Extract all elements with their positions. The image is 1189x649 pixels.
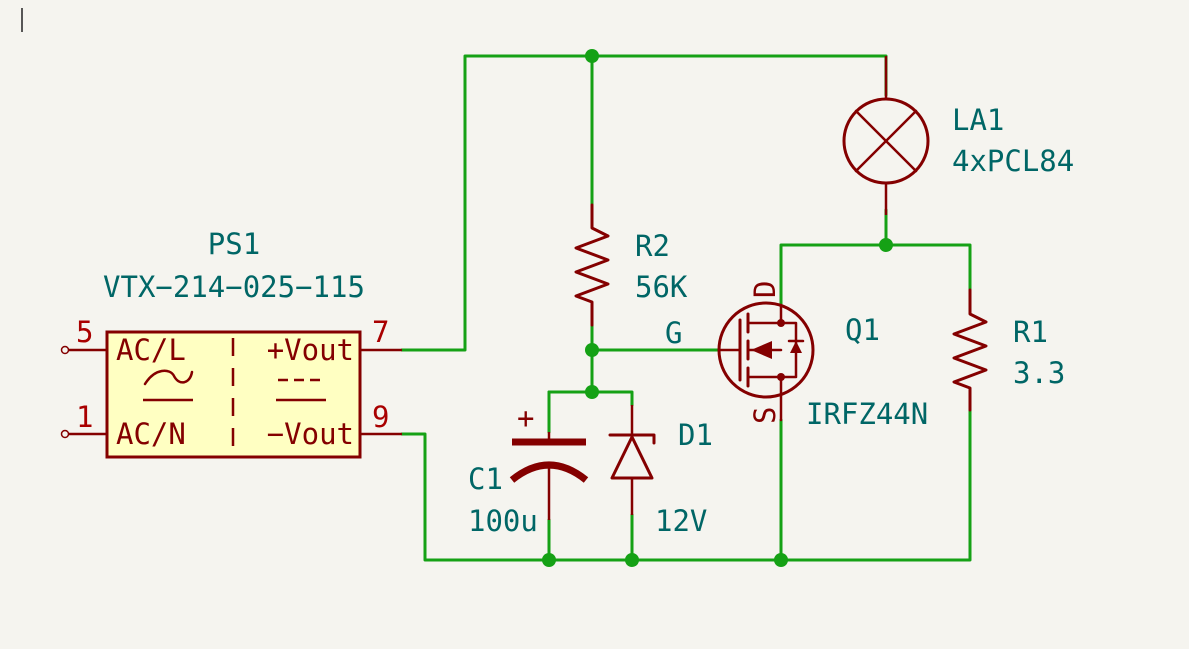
pin-ac-l-name: AC/L [116,333,186,367]
junction-dot [879,238,893,252]
lamp-cross-b [854,109,918,173]
d1-reference: D1 [678,418,713,452]
zener-triangle-icon [610,435,654,480]
component-ps1[interactable]: 5 1 7 9 AC/L AC/N +Vout −Vout PS1 VTX−21… [60,227,403,459]
pin-7-number: 7 [372,315,389,349]
c1-value: 100u [468,504,538,538]
r1-value: 3.3 [1013,356,1065,390]
component-c1[interactable]: + C1 100u [468,401,589,538]
resistor-zigzag-icon [574,203,610,327]
resistor-zigzag-icon [952,288,988,412]
q1-body-diode-icon [790,341,802,353]
component-d1[interactable]: D1 12V [608,405,713,538]
q1-reference: Q1 [845,313,880,347]
zener-bar-icon [608,433,656,445]
r2-reference: R2 [635,229,670,263]
q1-source-dot [777,373,785,381]
pin-vout-plus-name: +Vout [267,333,354,367]
q1-drain-path [746,303,783,325]
r1-reference: R1 [1013,315,1048,349]
q1-body-arrow-icon [751,341,772,359]
component-r2[interactable]: R2 56K [574,203,688,327]
ac-wave-icon [143,369,194,386]
q1-pin-s: S [748,407,782,424]
c1-polarity-mark: + [517,401,534,435]
pin-ac-n-name: AC/N [116,417,186,451]
pin-5-number: 5 [76,315,93,349]
wire-lamp-drain[interactable] [779,208,888,307]
ps1-reference: PS1 [208,227,260,261]
junction-dot [585,343,599,357]
q1-pin-g: G [665,316,682,350]
junction-dot [585,385,599,399]
component-q1[interactable]: D S G Q1 IRFZ44N [665,281,928,431]
pin-9-number: 9 [372,400,389,434]
ps1-value: VTX−214−025−115 [103,270,365,304]
c1-reference: C1 [468,462,503,496]
junction-dot [585,49,599,63]
capacitor-plate-curved [509,461,589,483]
q1-value: IRFZ44N [806,397,928,431]
component-la1[interactable]: LA1 4xPCL84 [842,56,1074,215]
q1-pin-d: D [748,281,782,298]
junction-dot [542,553,556,567]
la1-reference: LA1 [952,103,1004,137]
r2-value: 56K [635,270,688,304]
la1-value: 4xPCL84 [952,144,1074,178]
junction-dot [625,553,639,567]
pin-1-number: 1 [76,400,93,434]
q1-drain-dot [777,319,785,327]
wire-c1-d1-top[interactable] [547,390,634,407]
pin-5-terminal[interactable] [60,345,70,355]
wire-r1-top[interactable] [884,243,972,292]
junction-dot [774,553,788,567]
pin-1-terminal[interactable] [60,429,70,439]
component-r1[interactable]: R1 3.3 [952,288,1065,412]
junctions [542,49,893,567]
d1-value: 12V [655,504,707,538]
pin-vout-minus-name: −Vout [267,417,354,451]
wire-vout-plus-net[interactable] [400,54,888,352]
wire-ground-net[interactable] [400,408,972,562]
